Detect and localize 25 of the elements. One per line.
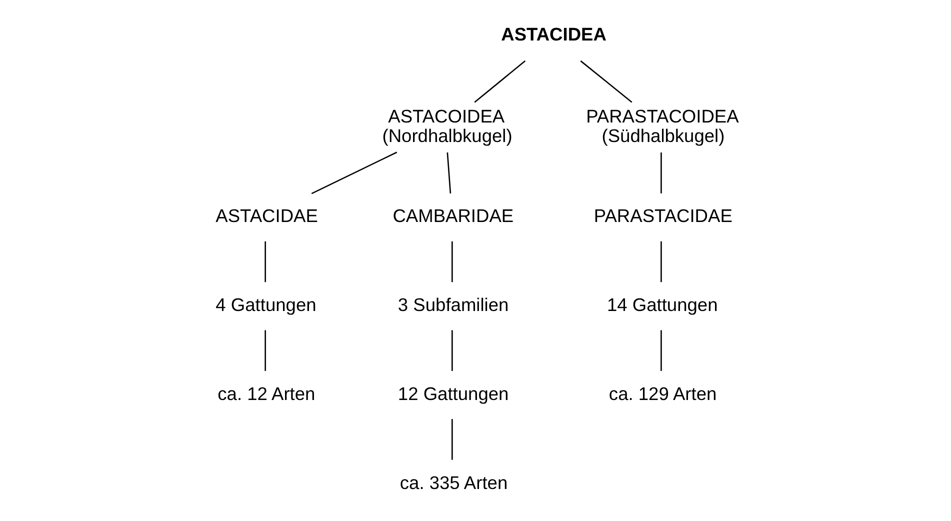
node-text: 3 Subfamilien xyxy=(397,294,508,316)
node-text: ASTACOIDEA (Nordhalbkugel) xyxy=(382,105,512,146)
node-text: ca. 335 Arten xyxy=(399,472,508,493)
connector xyxy=(451,241,452,282)
node-text: PARASTACOIDEA (Südhalbkugel) xyxy=(586,105,738,146)
node-text: ca. 129 Arten xyxy=(608,382,716,404)
connector xyxy=(580,60,632,103)
node-text: ca. 12 Arten xyxy=(217,382,315,404)
connector xyxy=(451,330,452,371)
node-text: ASTACIDEA xyxy=(500,24,606,45)
node-text: 4 Gattungen xyxy=(215,294,316,316)
node-text: 12 Gattungen xyxy=(397,382,508,404)
connector xyxy=(660,152,662,194)
node-text: PARASTACIDAE xyxy=(593,205,732,226)
connector xyxy=(451,419,452,460)
connector xyxy=(446,152,451,194)
connector xyxy=(264,330,266,371)
connector xyxy=(660,241,662,282)
node-text: 14 Gattungen xyxy=(606,294,718,316)
connector xyxy=(310,152,397,194)
connector xyxy=(264,241,266,282)
node-text: ASTACIDAE xyxy=(215,205,318,226)
connector xyxy=(660,330,662,371)
node-text: CAMBARIDAE xyxy=(392,205,514,226)
connector xyxy=(474,60,526,103)
